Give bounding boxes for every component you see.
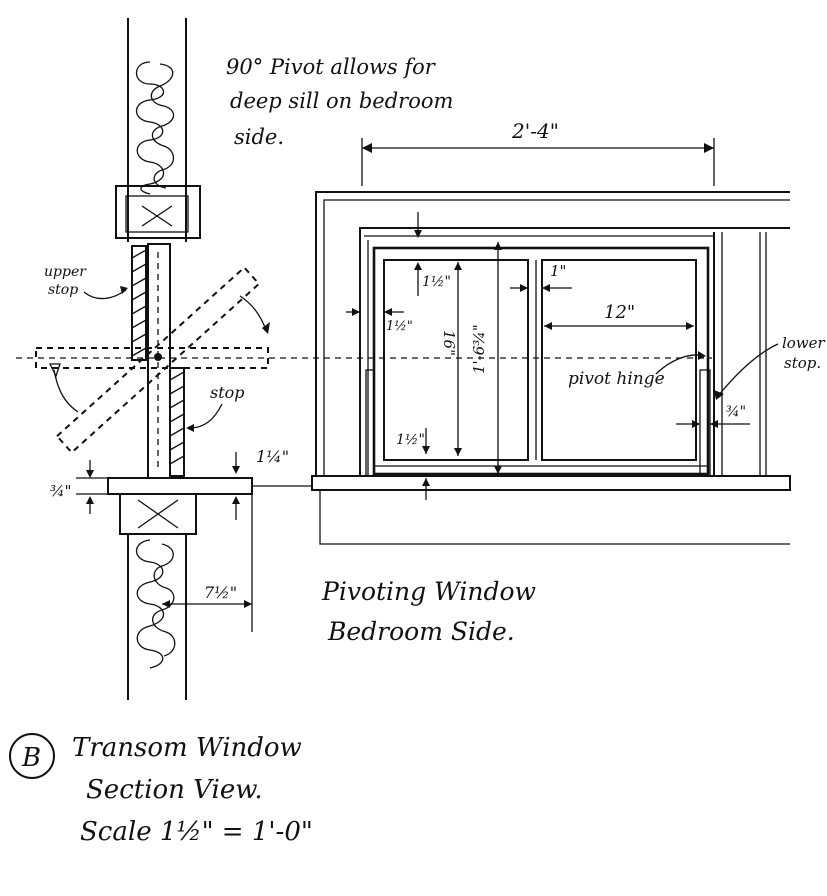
lower-stop-label-2: stop.	[784, 354, 821, 372]
section-title: B Transom Window Section View. Scale 1½"…	[9, 733, 313, 847]
section-marker-letter: B	[21, 743, 41, 773]
pivot-note-line-3: side.	[234, 125, 284, 149]
pivot-positions	[35, 266, 270, 454]
elevation-view: 2'-4"	[311, 119, 826, 545]
outer-casing	[315, 191, 790, 476]
elevation-title-line-2: Bedroom Side.	[327, 617, 515, 646]
lower-stop-leader	[717, 343, 779, 397]
upper-header-block	[115, 185, 201, 239]
section-view: ¾" 1¼" 7½" upper stop stop	[16, 18, 712, 700]
dim-sash-twelve: 12"	[604, 302, 635, 323]
dim-frame-bottom: 1½"	[396, 432, 425, 448]
section-sill	[107, 477, 312, 495]
window-frame	[372, 246, 710, 476]
dim-section-three-quarter: ¾"	[50, 482, 71, 500]
section-labels: upper stop stop	[44, 264, 245, 432]
swing-arrow-left	[53, 369, 79, 413]
stop-label: stop	[210, 383, 245, 402]
elevation-sill	[311, 475, 791, 491]
dim-section-one-quarter: 1¼"	[256, 447, 289, 466]
dim-sash-height: 1'-6¾"	[470, 324, 488, 374]
upper-stop-label-1: upper	[44, 264, 87, 280]
left-sash	[383, 259, 529, 461]
horizontal-sash-position	[35, 347, 269, 369]
apron	[319, 490, 790, 545]
section-dimensions: ¾" 1¼" 7½"	[50, 447, 289, 632]
pivot-note-line-1: 90° Pivot allows for	[226, 55, 437, 79]
dim-sash-sixteen: 16"	[440, 330, 458, 356]
elevation-dimensions: 1½" 16" 1'-6¾" 1½" 1½"	[346, 212, 750, 500]
pivot-note: 90° Pivot allows for deep sill on bedroo…	[226, 55, 453, 149]
upper-stop-leader	[83, 289, 127, 300]
lower-insulation	[135, 539, 176, 669]
dim-section-seven-half: 7½"	[204, 583, 237, 602]
upper-wall	[115, 18, 201, 242]
dim-frame-side: 1½"	[386, 319, 413, 334]
lower-stop-label-1: lower	[782, 334, 826, 352]
pivot-hinge-label: pivot hinge	[568, 369, 665, 389]
upper-stop-label-2: stop	[48, 282, 78, 298]
pivot-note-line-2: deep sill on bedroom	[230, 89, 453, 113]
swing-arrow-right	[239, 295, 267, 331]
stop-leader	[189, 403, 223, 429]
dim-mullion: 1"	[550, 262, 566, 280]
inner-casing	[359, 227, 790, 476]
upper-stop-section	[131, 245, 147, 361]
dim-overall-width: 2'-4"	[511, 119, 559, 143]
section-title-line-3: Scale 1½" = 1'-0"	[80, 817, 313, 847]
lower-wall	[119, 493, 197, 700]
window-frame-section	[147, 243, 171, 479]
diagonal-sash-position	[55, 266, 261, 454]
right-sash	[541, 259, 697, 461]
upper-insulation	[135, 61, 175, 195]
elevation-title: Pivoting Window Bedroom Side.	[321, 577, 536, 646]
section-marker-circle	[9, 733, 55, 779]
sill-board	[107, 477, 253, 495]
dim-frame-top: 1½"	[422, 274, 451, 290]
elevation-title-line-1: Pivoting Window	[321, 577, 536, 606]
section-title-line-1: Transom Window	[72, 733, 302, 763]
dim-lower-stop: ¾"	[726, 404, 746, 420]
pivot-point	[154, 353, 162, 361]
lower-header-block	[119, 493, 197, 535]
section-title-line-2: Section View.	[86, 775, 263, 805]
